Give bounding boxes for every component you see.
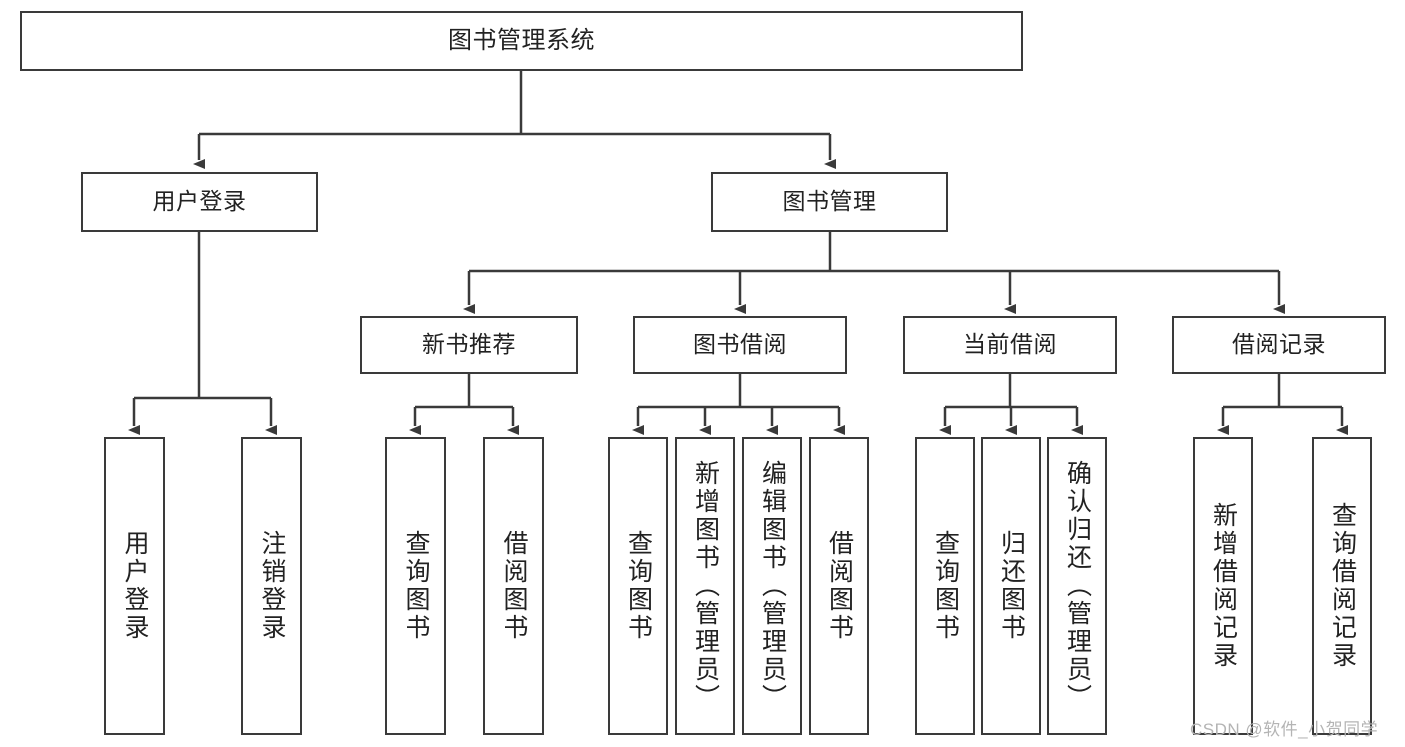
node-label: 图书管理 — [782, 188, 877, 215]
node-label: 编辑图书（管理员） — [758, 460, 787, 712]
node-borrow-record[interactable]: 借阅记录 — [1172, 316, 1386, 374]
node-label: 当前借阅 — [963, 331, 1057, 358]
node-label: 查询图书 — [624, 530, 653, 642]
node-new-book-recommend[interactable]: 新书推荐 — [360, 316, 578, 374]
node-book-borrow[interactable]: 图书借阅 — [633, 316, 847, 374]
leaf-add-borrow-record[interactable]: 新增借阅记录 — [1193, 437, 1253, 735]
leaf-query-borrow-record[interactable]: 查询借阅记录 — [1312, 437, 1372, 735]
node-label: 图书借阅 — [693, 331, 787, 358]
node-user-login[interactable]: 用户登录 — [81, 172, 318, 232]
node-root-system[interactable]: 图书管理系统 — [20, 11, 1023, 71]
leaf-logout-login[interactable]: 注销登录 — [241, 437, 302, 735]
node-label: 查询借阅记录 — [1328, 502, 1357, 670]
node-label: 图书管理系统 — [448, 26, 595, 54]
leaf-edit-book-admin[interactable]: 编辑图书（管理员） — [742, 437, 802, 735]
node-label: 查询图书 — [402, 530, 430, 642]
node-label: 查询图书 — [931, 530, 960, 642]
node-label: 借阅图书 — [500, 530, 528, 642]
leaf-return-book[interactable]: 归还图书 — [981, 437, 1041, 735]
leaf-confirm-return-admin[interactable]: 确认归还（管理员） — [1047, 437, 1107, 735]
leaf-query-book-recommend[interactable]: 查询图书 — [385, 437, 446, 735]
leaf-query-book-current[interactable]: 查询图书 — [915, 437, 975, 735]
node-label: 注销登录 — [258, 530, 286, 642]
csdn-watermark: CSDN @软件_小贺同学 — [1190, 720, 1379, 739]
node-label: 归还图书 — [997, 530, 1026, 642]
node-current-borrow[interactable]: 当前借阅 — [903, 316, 1117, 374]
node-label: 用户登录 — [152, 188, 247, 215]
leaf-add-book-admin[interactable]: 新增图书（管理员） — [675, 437, 735, 735]
node-label: 用户登录 — [121, 530, 149, 642]
node-label: 确认归还（管理员） — [1063, 460, 1092, 712]
node-label: 借阅图书 — [825, 530, 854, 642]
leaf-borrow-book-recommend[interactable]: 借阅图书 — [483, 437, 544, 735]
leaf-user-login[interactable]: 用户登录 — [104, 437, 165, 735]
leaf-borrow-book[interactable]: 借阅图书 — [809, 437, 869, 735]
leaf-query-book-borrow[interactable]: 查询图书 — [608, 437, 668, 735]
node-label: 借阅记录 — [1232, 331, 1326, 358]
node-label: 新增图书（管理员） — [691, 460, 720, 712]
node-book-manage[interactable]: 图书管理 — [711, 172, 948, 232]
node-label: 新书推荐 — [422, 331, 516, 358]
node-label: 新增借阅记录 — [1209, 502, 1238, 670]
